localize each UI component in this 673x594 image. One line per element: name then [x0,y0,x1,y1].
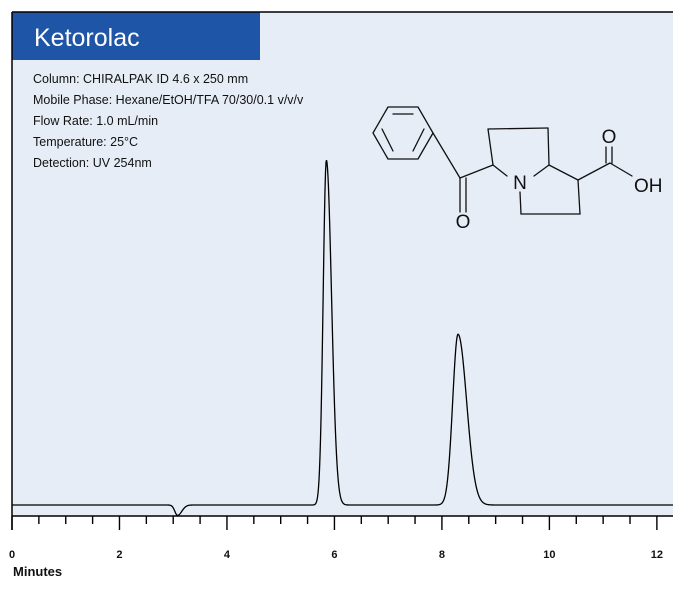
title-band [12,12,260,60]
chromatogram-trace [12,159,673,517]
condition-mobile-phase: Mobile Phase: Hexane/EtOH/TFA 70/30/0.1 … [33,93,304,107]
condition-column: Column: CHIRALPAK ID 4.6 x 250 mm [33,72,248,86]
atom-label-ketone-o: O [456,212,471,233]
atom-label-carbonyl-o: O [602,127,617,148]
ketorolac-structure [372,106,633,215]
condition-temperature: Temperature: 25°C [33,135,138,149]
x-tick-label: 12 [651,549,663,561]
x-tick-label: 2 [116,549,122,561]
x-tick-label: 4 [224,549,231,561]
x-tick-labels: 0 2 4 6 8 10 12 [9,549,663,561]
x-major-ticks [11,516,658,530]
x-tick-label: 6 [331,549,337,561]
method-conditions: Column: CHIRALPAK ID 4.6 x 250 mm Mobile… [33,72,304,170]
condition-detection: Detection: UV 254nm [33,156,152,170]
chart-title: Ketorolac [34,24,140,52]
atom-label-oh: OH [634,176,663,197]
x-minor-ticks [38,516,631,524]
x-tick-label: 0 [9,549,15,561]
x-axis-label: Minutes [13,564,62,579]
condition-flow-rate: Flow Rate: 1.0 mL/min [33,114,158,128]
atom-label-n: N [513,173,527,194]
x-tick-label: 10 [543,549,555,561]
x-tick-label: 8 [439,549,445,561]
plot-background [12,12,673,516]
